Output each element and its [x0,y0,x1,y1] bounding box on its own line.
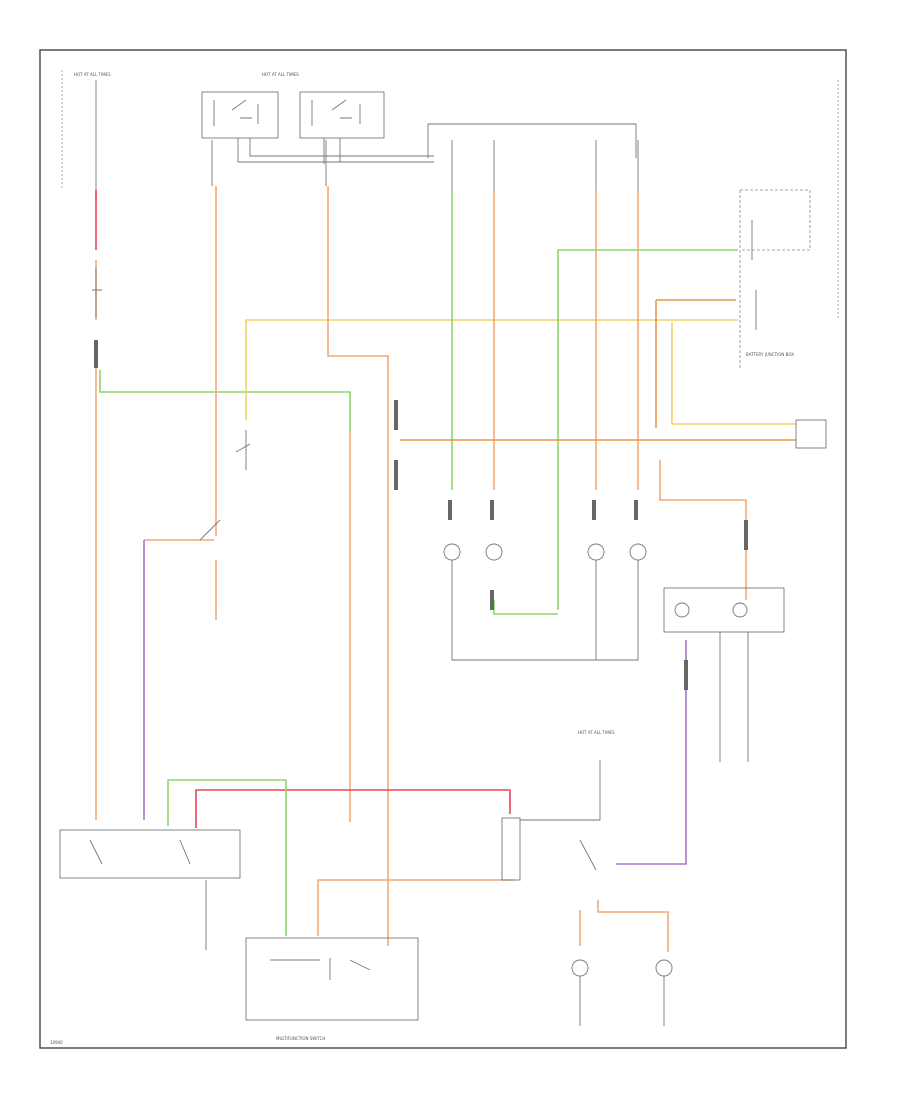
wire-orange-fog [597,900,669,952]
top-relay-block [201,91,637,164]
wire-green-right [557,249,738,610]
connectors [94,340,748,690]
label-battery-box: BATTERY JUNCTION BOX [746,352,794,357]
wire-green-bottom [167,779,287,936]
neutral-safety-switch [92,268,102,318]
diagram-frame [39,49,847,1049]
timer-box [795,419,827,449]
battery-junction-box [739,189,811,370]
label-hot-top: HOT AT ALL TIMES [262,72,299,77]
wire-orange-bottom-mid [317,879,514,936]
wire-orange-relay2 [327,186,389,946]
label-multifunction: MULTIFUNCTION SWITCH [276,1036,325,1041]
wire-green-left [99,370,351,432]
label-hot-left: HOT AT ALL TIMES [74,72,111,77]
tiny-labels: HOT AT ALL TIMES HOT AT ALL TIMES BATTER… [50,72,794,1045]
wire-red-bottom [195,789,511,828]
fog-relay [501,760,601,881]
wire-yellow-right [671,322,796,425]
wire-purple-right [616,640,687,865]
label-hot-lower: HOT AT ALL TIMES [578,730,615,735]
fuse-stubs [95,80,639,200]
daytime-relay-switch [199,430,251,541]
wire-darkorange-up [655,299,736,428]
fog-lamps [571,959,673,1026]
dual-lamp-relay [663,587,785,762]
wire-yellow-top [245,319,738,420]
wire-orange-timer-down [659,460,747,600]
wire-green-headlamp [493,600,558,615]
label-page-code: 10940 [50,1040,63,1045]
left-switch-box [59,829,241,950]
headlamp-bulbs [443,543,647,661]
multifunction-switch-box [245,937,419,1021]
